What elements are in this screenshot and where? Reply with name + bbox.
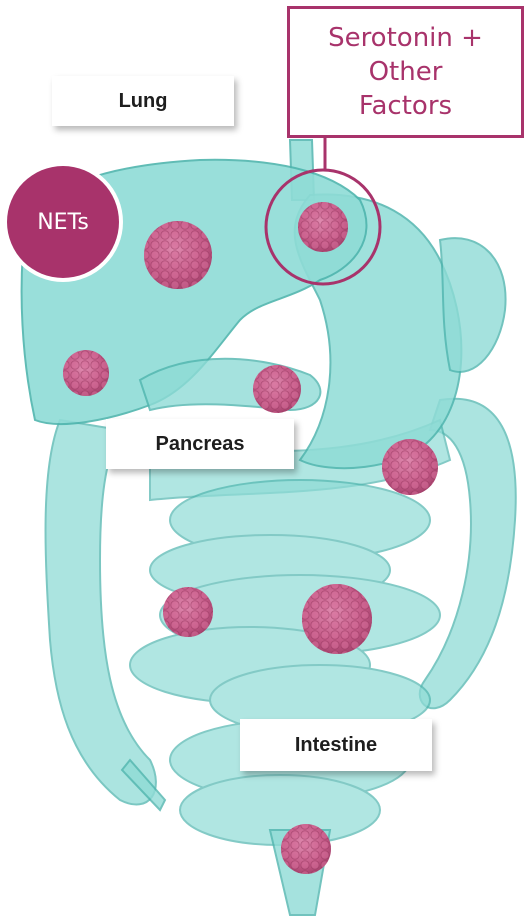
tumor-small-intestine-center — [302, 584, 372, 654]
tumor-pancreas — [253, 365, 301, 413]
tumor-near-esophagus — [298, 202, 348, 252]
small-intestine — [130, 480, 440, 845]
tumor-colon-right — [382, 439, 438, 495]
spleen — [440, 238, 506, 372]
tumor-liver-small — [63, 350, 109, 396]
intestine-label: Intestine — [240, 719, 432, 771]
tumor-liver-large — [144, 221, 212, 289]
callout-line-2: Other — [290, 55, 521, 89]
pancreas-label: Pancreas — [106, 419, 294, 469]
tumor-rectum — [281, 824, 331, 874]
large-intestine — [46, 420, 156, 804]
tumor-small-intestine-left — [163, 587, 213, 637]
lung-label: Lung — [52, 76, 234, 126]
callout-line-1: Serotonin + — [290, 21, 521, 55]
nets-badge: NETs — [7, 166, 119, 278]
serotonin-callout: Serotonin + Other Factors — [287, 6, 524, 138]
callout-line-3: Factors — [290, 89, 521, 123]
